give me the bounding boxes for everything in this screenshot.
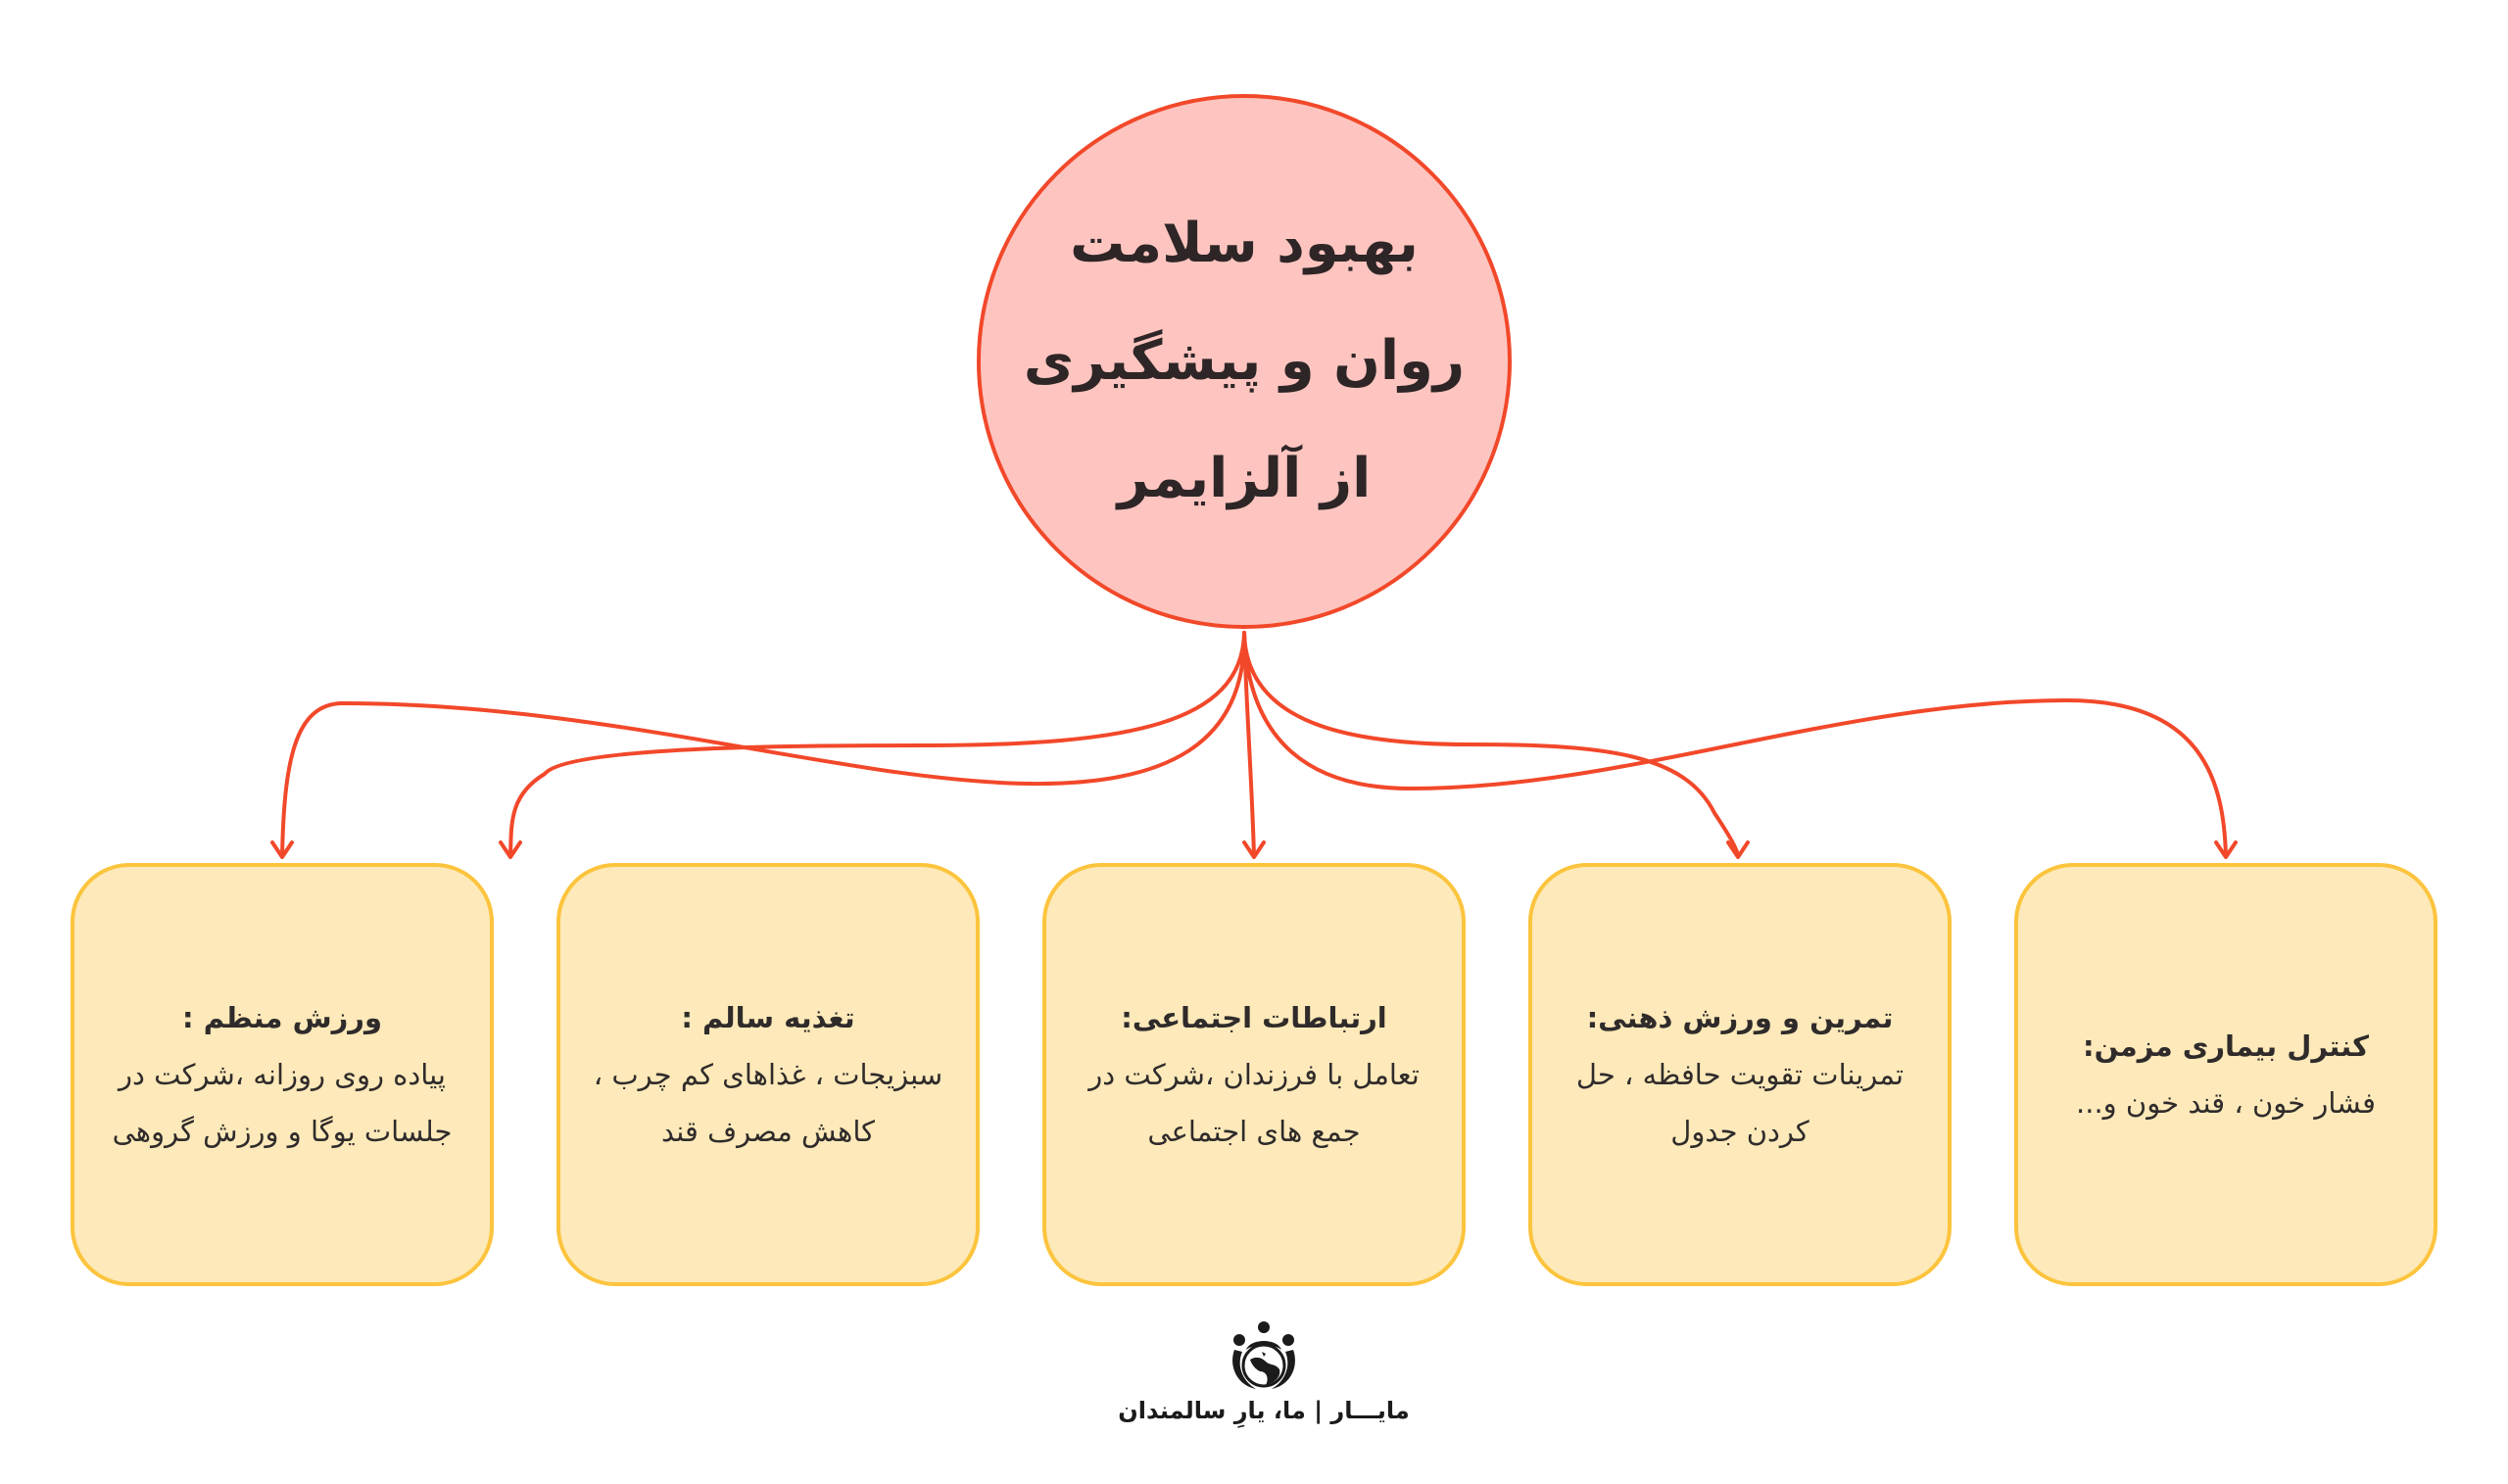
- connector-to-box-1: [280, 631, 1247, 858]
- topic-box-text: تمرینات تقویت حافظه ، حل: [1575, 1058, 1905, 1091]
- connector-to-box-5: [1242, 631, 2228, 858]
- topic-box-regular-exercise: ورزش منظم : پیاده روی روزانه ،شرکت در جل…: [71, 863, 494, 1286]
- topic-box-text: جلسات یوگا و ورزش گروهی: [112, 1115, 453, 1148]
- central-topic-line-1: بهبود سلامت: [1070, 212, 1420, 275]
- arrowhead-box-5: [2214, 840, 2238, 859]
- topic-box-text: پیاده روی روزانه ،شرکت در: [119, 1058, 446, 1091]
- topic-box-text: سبزیجات ، غذاهای کم چرب ،: [593, 1058, 943, 1091]
- connector-to-box-3: [1242, 631, 1256, 858]
- topic-box-mental-exercise: تمرین و ورزش ذهنی: تمرینات تقویت حافظه ،…: [1528, 863, 1952, 1286]
- globe-people-logo-icon: [1232, 1321, 1295, 1389]
- topic-box-title: ارتباطات اجتماعی:: [1121, 1001, 1387, 1034]
- topic-box-text: کاهش مصرف قند: [661, 1115, 875, 1148]
- arrowhead-box-1: [270, 840, 294, 859]
- topic-box-text: تعامل با فرزندان ،شرکت در: [1088, 1058, 1420, 1091]
- central-topic-node: بهبود سلامت روان و پیشگیری از آلزایمر: [977, 94, 1512, 629]
- topic-box-title: ورزش منظم :: [182, 1001, 383, 1034]
- topic-box-title: تغذیه سالم :: [681, 1001, 855, 1034]
- central-topic-line-2: روان و پیشگیری: [1023, 329, 1466, 393]
- topic-box-title: تمرین و ورزش ذهنی:: [1586, 1001, 1894, 1034]
- topic-box-healthy-nutrition: تغذیه سالم : سبزیجات ، غذاهای کم چرب ، ک…: [556, 863, 980, 1286]
- brand-footer: مایـــار | ما، یارِ سالمندان: [1117, 1320, 1411, 1424]
- connector-to-box-4: [1242, 631, 1740, 858]
- topic-box-title: کنترل بیماری مزمن:: [2083, 1029, 2369, 1063]
- topic-box-text: کردن جدول: [1670, 1115, 1809, 1148]
- arrowhead-box-3: [1242, 840, 1266, 859]
- arrowhead-box-4: [1726, 840, 1750, 859]
- topic-box-text: جمع های اجتماعی: [1147, 1115, 1361, 1148]
- brand-name: مایـــار | ما، یارِ سالمندان: [1118, 1397, 1410, 1424]
- topic-box-social-connections: ارتباطات اجتماعی: تعامل با فرزندان ،شرکت…: [1042, 863, 1466, 1286]
- topic-box-chronic-disease-control: کنترل بیماری مزمن: فشار خون ، قند خون و.…: [2014, 863, 2437, 1286]
- topic-box-text: فشار خون ، قند خون و...: [2076, 1086, 2376, 1120]
- central-topic-line-3: از آلزایمر: [1117, 447, 1373, 510]
- arrowhead-box-2: [499, 840, 522, 859]
- connector-to-box-2: [508, 631, 1246, 858]
